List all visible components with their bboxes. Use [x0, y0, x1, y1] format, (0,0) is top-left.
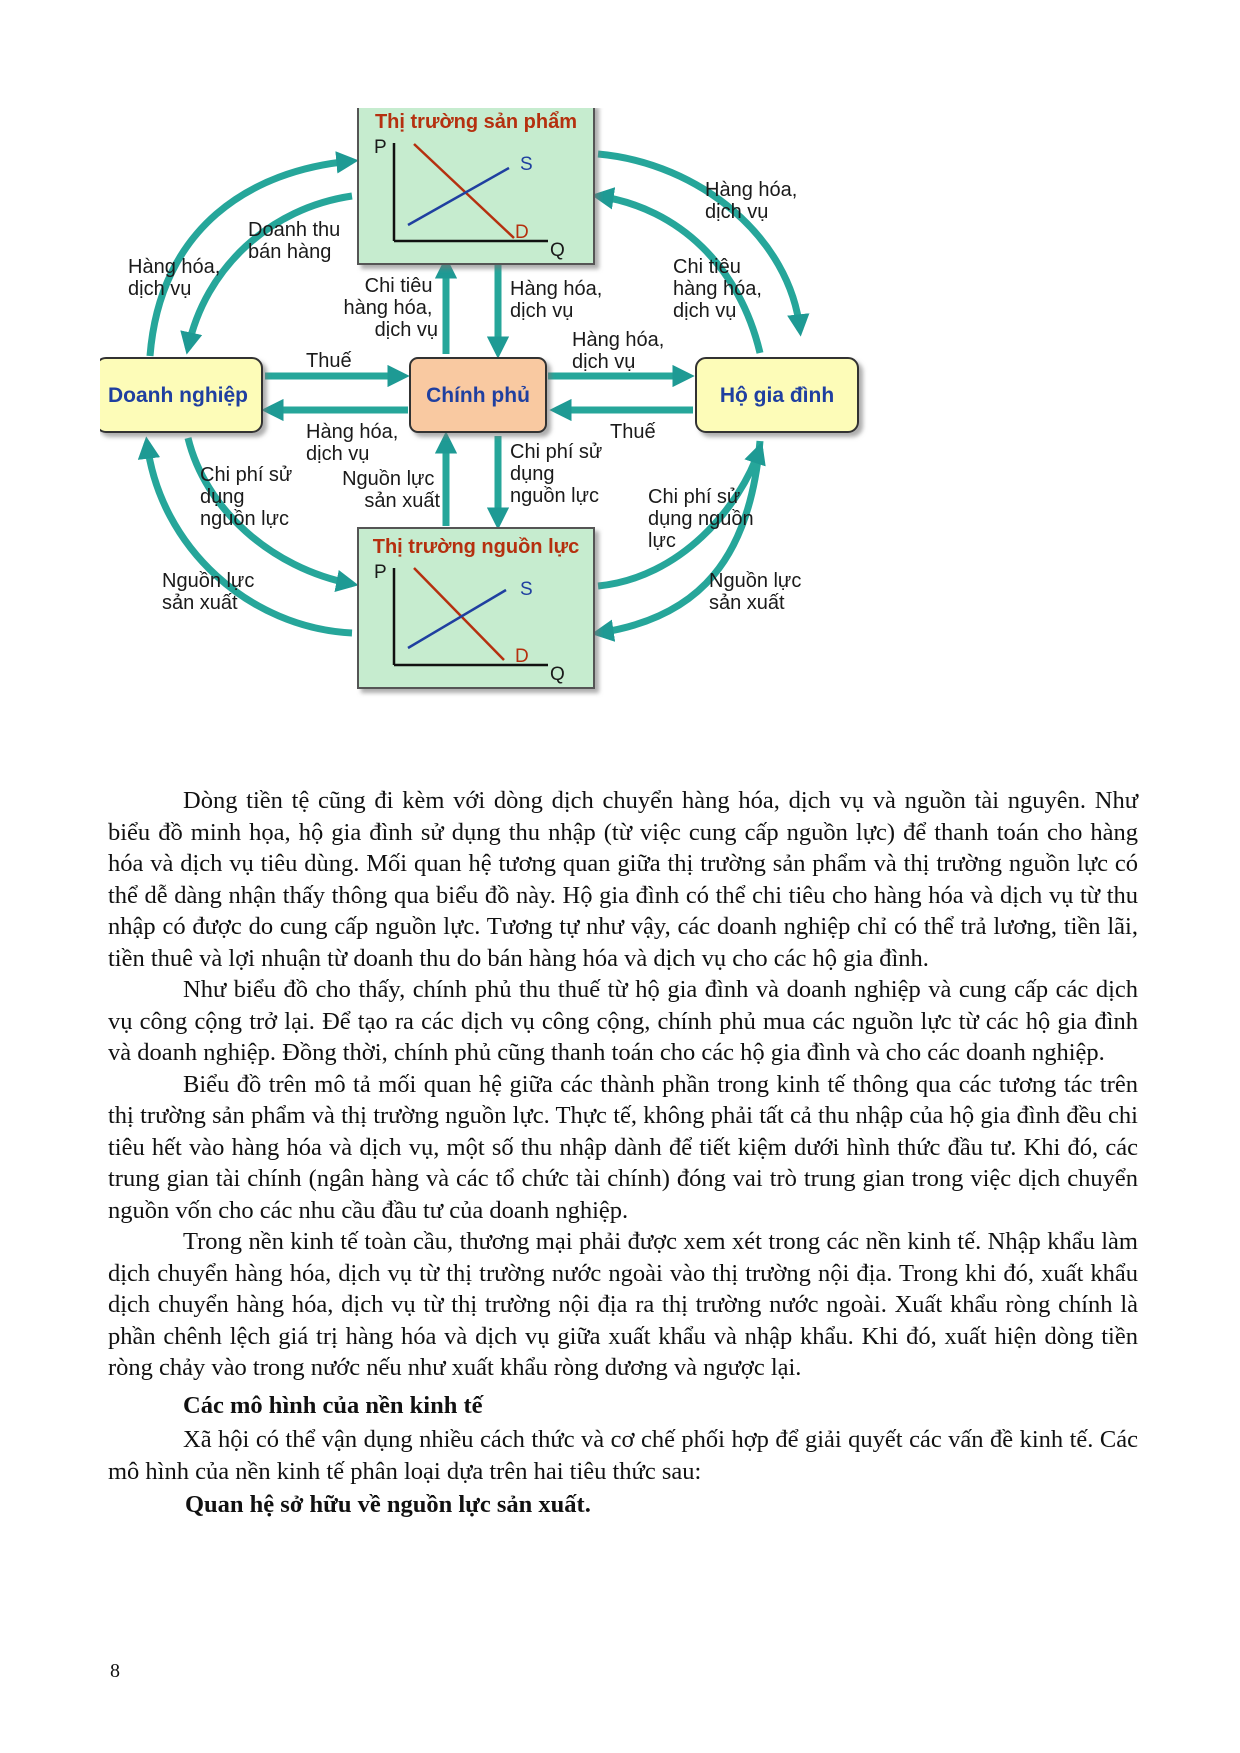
flow-labels: Hàng hóa, dịch vụ Doanh thu bán hàng Hàn…: [128, 179, 807, 614]
household-box: Hộ gia đình: [695, 357, 859, 433]
arrow-product-market-to-household: [597, 150, 810, 337]
page-number: 8: [110, 1660, 120, 1682]
label-firm-resource-cost: Chi phí sử dụng nguồn lực: [200, 464, 298, 530]
paragraph-4: Trong nền kinh tế toàn cầu, thương mại p…: [108, 1228, 1138, 1381]
label-household-to-resource: Nguồn lực sản xuất: [709, 570, 807, 614]
arrow-firm-to-resource-market: [184, 437, 359, 592]
resource-q-label: Q: [550, 664, 565, 685]
arrow-household-to-resource-market: [591, 440, 764, 642]
paragraph-1: Dòng tiền tệ cũng đi kèm với dòng dịch c…: [108, 787, 1138, 972]
paragraph-3: Biểu đồ trên mô tả mối quan hệ giữa các …: [108, 1070, 1138, 1224]
label-household-income: Chi phí sử dụng nguồn lực: [648, 486, 759, 552]
label-gov-spending: Chi tiêu hàng hóa, dịch vụ: [343, 275, 438, 341]
label-gov-to-household-goods: Hàng hóa, dịch vụ: [572, 329, 670, 373]
arrow-household-to-product-market: [591, 187, 764, 354]
label-product-to-household-goods: Hàng hóa, dịch vụ: [705, 179, 803, 223]
arrow-firm-to-product-market: [146, 151, 359, 357]
subsection-heading: Quan hệ sở hữu về nguồn lực sản xuất.: [185, 1491, 591, 1518]
label-resource-to-gov: Nguồn lực sản xuất: [342, 468, 440, 512]
section-heading: Các mô hình của nền kinh tế: [183, 1391, 483, 1419]
label-household-tax: Thuế: [610, 421, 656, 443]
household-label: Hộ gia đình: [720, 384, 834, 407]
resource-market: Thị trường nguồn lực P Q S D: [357, 527, 595, 689]
label-resource-to-firm: Nguồn lực sản xuất: [162, 570, 260, 614]
paragraph-5: Xã hội có thể vận dụng nhiều cách thức v…: [108, 1426, 1138, 1485]
label-gov-to-firm-goods: Hàng hóa, dịch vụ: [306, 421, 404, 465]
resource-d-label: D: [515, 646, 529, 667]
government-label: Chính phủ: [426, 384, 530, 407]
product-d-label: D: [515, 222, 529, 243]
resource-s-label: S: [520, 579, 533, 600]
product-s-label: S: [520, 154, 533, 175]
resource-market-title: Thị trường nguồn lực: [373, 536, 579, 558]
product-p-label: P: [374, 137, 387, 158]
label-product-to-gov-goods: Hàng hóa, dịch vụ: [510, 278, 608, 322]
label-household-spending: Chi tiêu hàng hóa, dịch vụ: [673, 256, 768, 322]
circular-flow-diagram: Thị trường sản phẩm P Q S D Thị trường n…: [100, 108, 859, 689]
arrow-resource-market-to-firm: [137, 436, 353, 637]
label-gov-resource-cost: Chi phí sử dụng nguồn lực: [510, 441, 608, 507]
government-box: Chính phủ: [409, 357, 547, 433]
firm-box: Doanh nghiệp: [100, 357, 263, 433]
label-firm-tax: Thuế: [306, 350, 352, 372]
product-q-label: Q: [550, 240, 565, 261]
paragraph-2: Như biểu đồ cho thấy, chính phủ thu thuế…: [108, 976, 1138, 1066]
arrow-resource-market-to-household: [597, 441, 766, 590]
body-text: Dòng tiền tệ cũng đi kèm với dòng dịch c…: [108, 785, 1138, 1521]
product-market: Thị trường sản phẩm P Q S D: [357, 108, 595, 265]
resource-p-label: P: [374, 562, 387, 583]
label-firm-to-product-goods: Hàng hóa, dịch vụ: [128, 256, 226, 300]
arrow-product-market-to-firm: [180, 192, 353, 355]
label-product-to-firm-revenue: Doanh thu bán hàng: [248, 219, 346, 263]
flow-arrows: [137, 150, 810, 642]
product-market-title: Thị trường sản phẩm: [375, 111, 577, 133]
firm-label: Doanh nghiệp: [108, 384, 248, 407]
